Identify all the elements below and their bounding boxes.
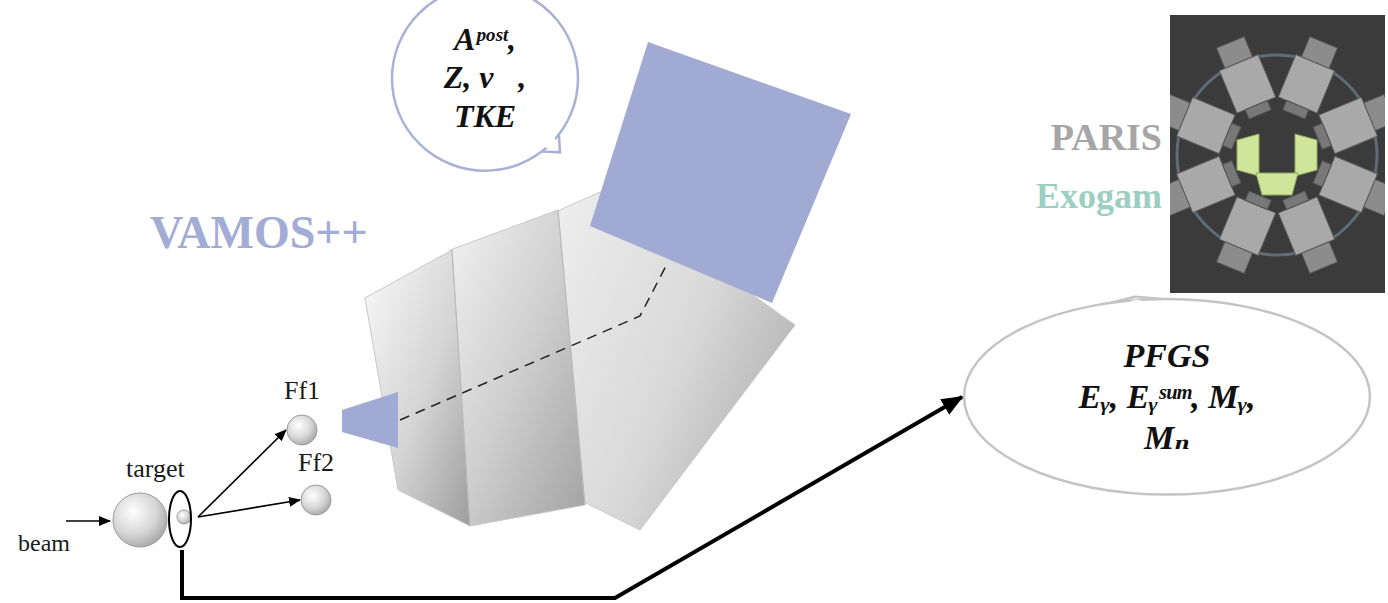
start-detector xyxy=(342,392,398,448)
spectrometer-label: VAMOS++ xyxy=(150,206,368,259)
target-spheres xyxy=(112,490,198,550)
target-assembly: target xyxy=(112,490,198,550)
ion-trajectory xyxy=(400,262,668,420)
callout-bubble: Aᵖᵒˢᵗ, Z, v⃗, TKE xyxy=(390,0,580,172)
gamma-array: PARIS Exogam xyxy=(1030,15,1385,293)
fission-fragment: Ff1 xyxy=(286,414,318,446)
fragment-sphere xyxy=(300,484,332,516)
node-label: Ff2 xyxy=(298,448,334,478)
array-name: Exogam xyxy=(1036,175,1162,217)
connector-arrow xyxy=(182,397,962,598)
fragment-sphere xyxy=(286,414,318,446)
node-label: Ff1 xyxy=(284,376,320,406)
callout-text: PFGS xyxy=(1065,336,1270,377)
node-label: target xyxy=(126,454,185,484)
focal-plane-detector xyxy=(590,42,851,303)
beam-label: beam xyxy=(18,530,70,557)
callout-text: Aᵖᵒˢᵗ, Z, v⃗, TKE xyxy=(438,20,533,135)
callout-bubble: PFGSEᵧ, Eᵧˢᵘᵐ, Mᵧ, Mₙ xyxy=(962,297,1372,497)
detector-array-picture xyxy=(1170,15,1385,293)
array-name: PARIS xyxy=(1051,115,1162,159)
beam-arrow xyxy=(66,520,110,522)
callout-text: Eᵧ, Eᵧˢᵘᵐ, Mᵧ, Mₙ xyxy=(1065,377,1270,459)
connector-arrow xyxy=(198,500,300,517)
fission-fragment: Ff2 xyxy=(300,484,332,516)
